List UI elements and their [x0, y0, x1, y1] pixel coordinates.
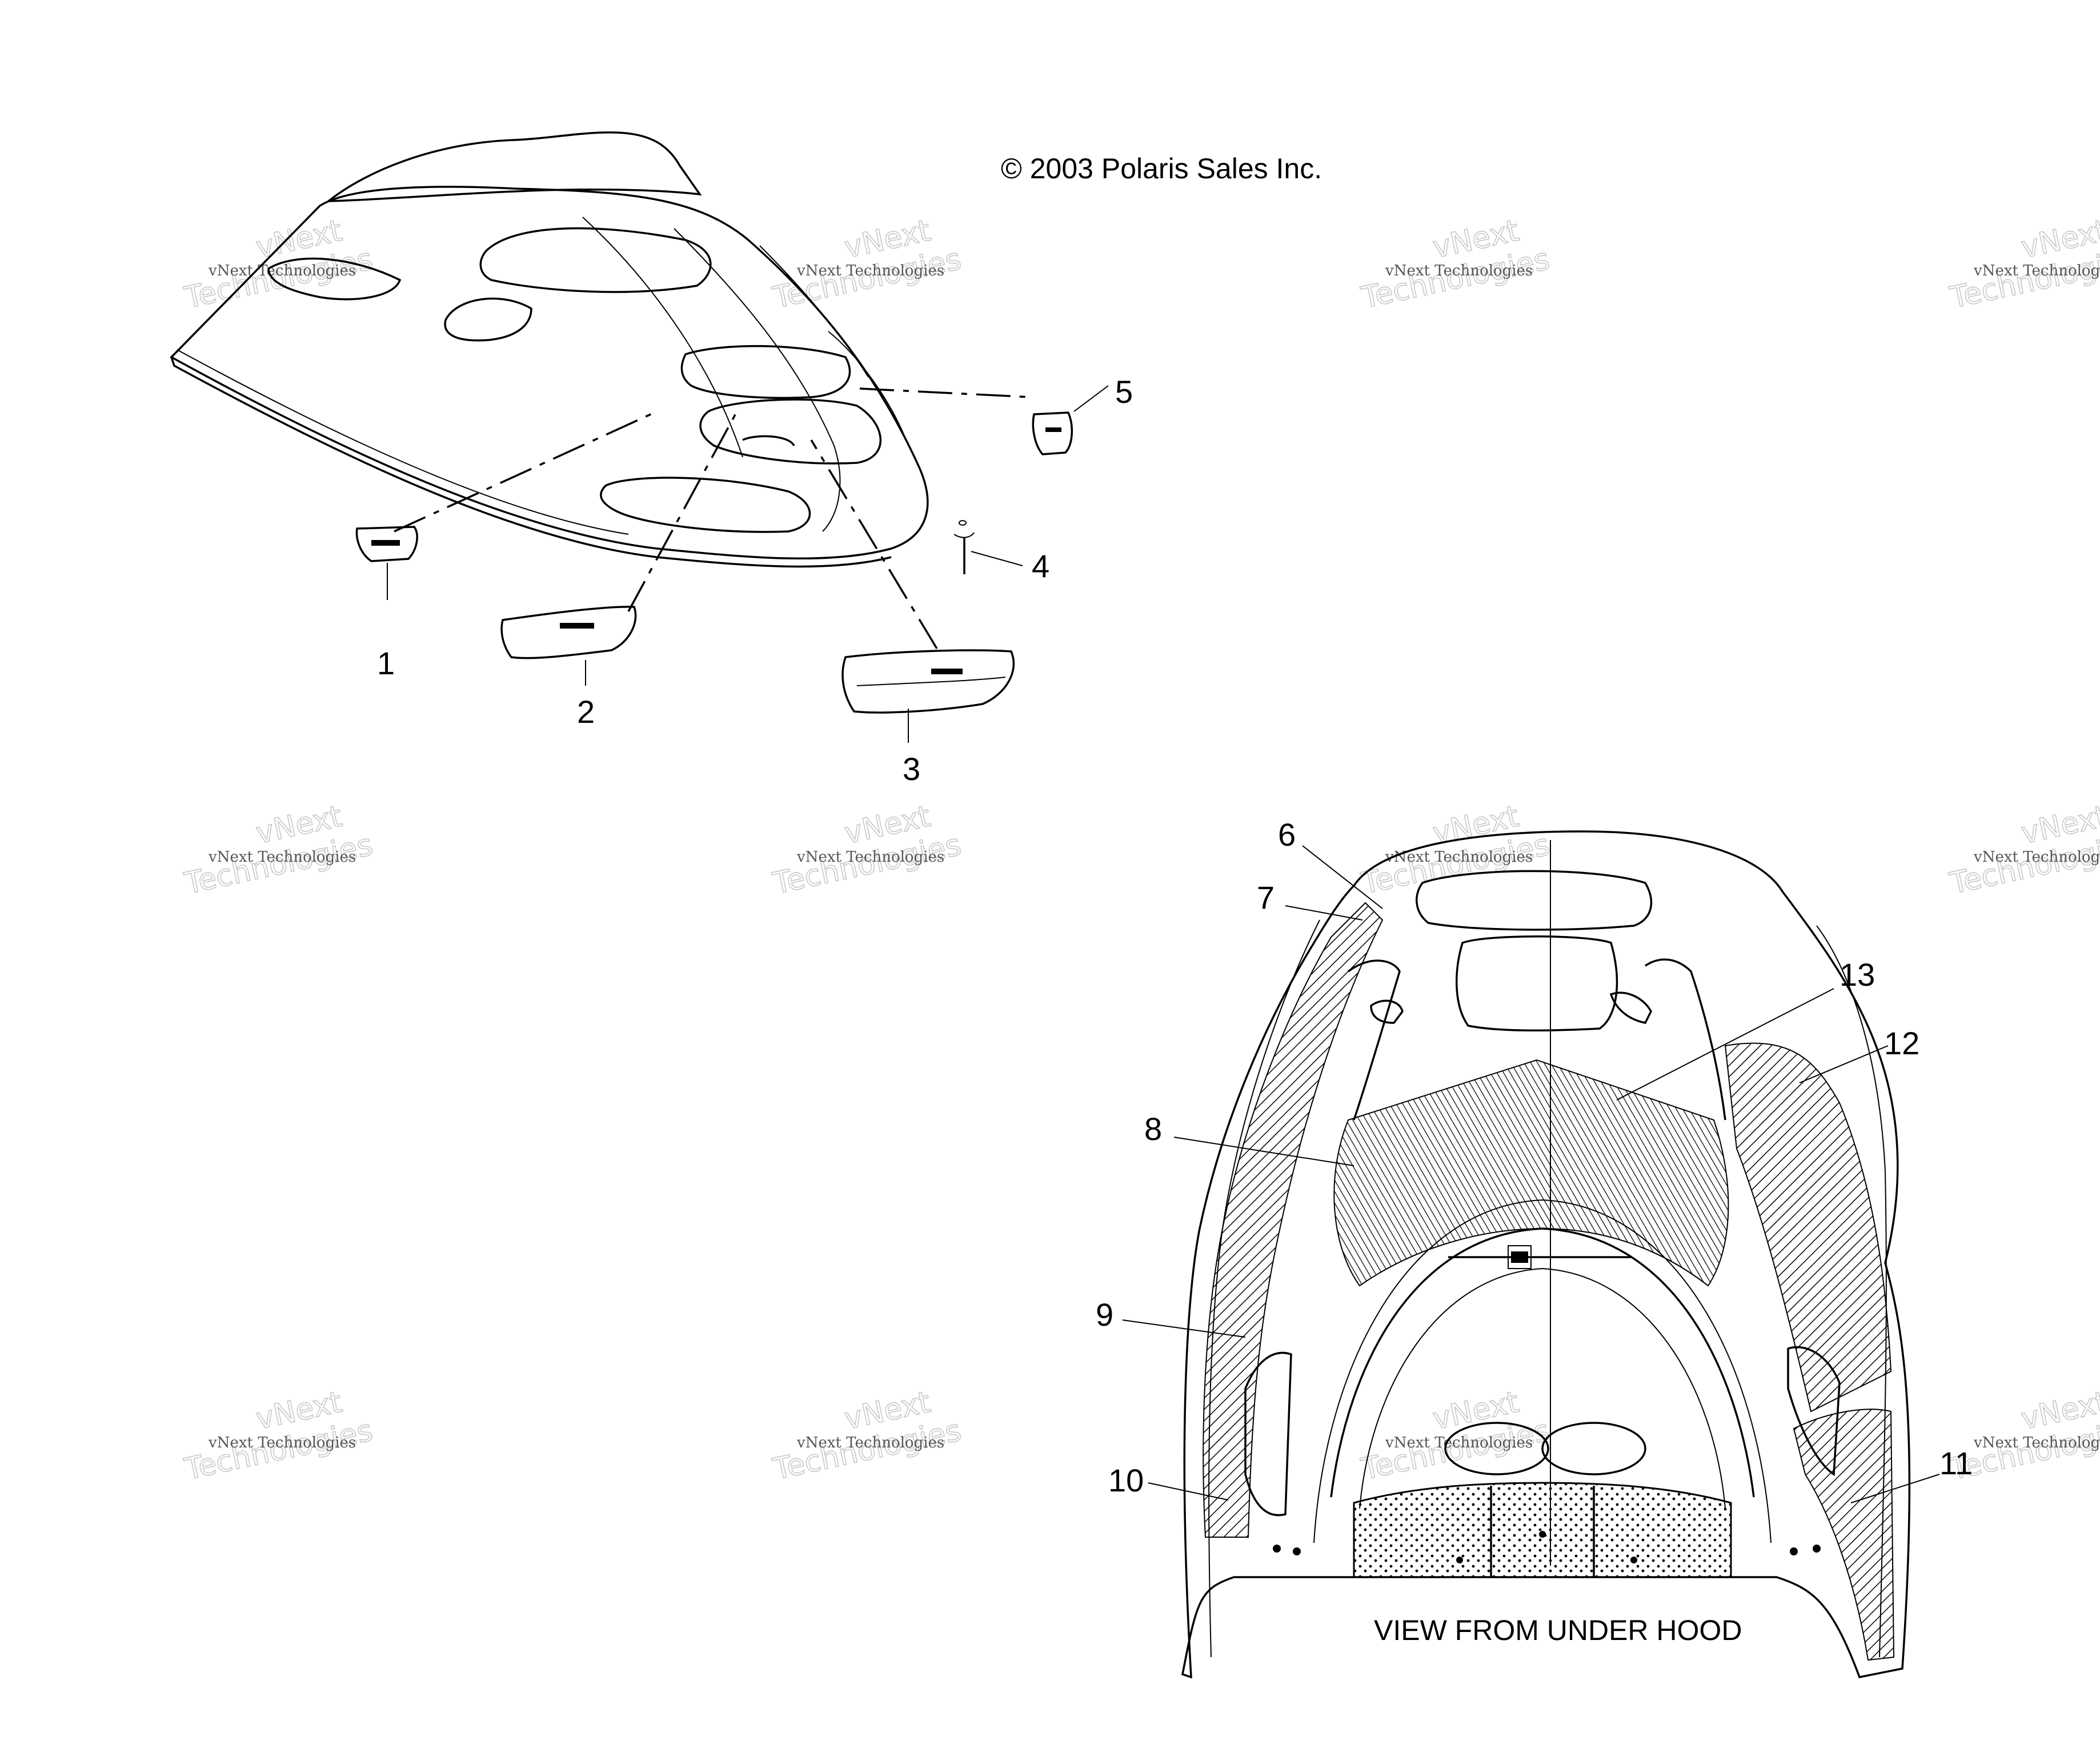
center-recess: [680, 345, 851, 399]
watermark-small: vNext Technologies: [1385, 1434, 1533, 1451]
watermark-small: vNext Technologies: [796, 262, 944, 279]
callout-7: 7: [1257, 879, 1275, 915]
upper-vent-opening: [1456, 935, 1618, 1032]
windshield-recess: [1416, 870, 1653, 931]
under-hood-outline: [1181, 830, 1911, 1679]
side-clip: [1609, 991, 1652, 1024]
watermark-small: vNext Technologies: [1973, 849, 2100, 866]
decal-3: [841, 649, 1015, 714]
side-panel-cutout: [267, 257, 402, 301]
callout-1: 1: [377, 645, 395, 681]
fastener-4: [953, 520, 975, 574]
copyright-text: © 2003 Polaris Sales Inc.: [1001, 153, 1322, 185]
hood-top-view: [170, 131, 929, 568]
hood-outline: [170, 186, 929, 560]
view-caption: VIEW FROM UNDER HOOD: [1374, 1614, 1742, 1646]
mount-bracket: [1508, 1245, 1532, 1269]
callout-6: 6: [1278, 817, 1296, 853]
watermark-small: vNext Technologies: [208, 849, 356, 866]
oval-opening: [1444, 1422, 1549, 1475]
headlight-cavity: [742, 435, 795, 447]
callout-11: 11: [1939, 1445, 1973, 1481]
callout-12: 12: [1884, 1025, 1919, 1061]
rear-decal-right: [1793, 1409, 1895, 1661]
leader-lines: [387, 385, 1109, 743]
side-channel: [1347, 959, 1401, 1121]
oval-opening: [1541, 1422, 1646, 1475]
callout-4: 4: [1032, 548, 1049, 584]
hood-edge-line: [828, 331, 909, 446]
decal-5: [1032, 411, 1073, 455]
side-decal-right: [1724, 1042, 1892, 1413]
callout-8: 8: [1144, 1111, 1162, 1147]
callout-2: 2: [577, 694, 595, 730]
callout-13: 13: [1839, 957, 1875, 993]
decal-1: [355, 526, 418, 562]
side-decal-left: [1203, 902, 1384, 1538]
hood-edge-line: [759, 245, 869, 378]
watermark-small: vNext Technologies: [796, 1434, 944, 1451]
windshield: [325, 131, 702, 202]
inner-arch: [1330, 1227, 1755, 1498]
side-vent: [444, 297, 532, 342]
side-pocket: [1787, 1346, 1841, 1477]
hood-crease: [177, 349, 629, 535]
watermark-small: vNext Technologies: [1973, 1434, 2100, 1451]
mesh-panel: [1353, 1482, 1732, 1578]
hood-ridge: [582, 217, 743, 458]
callout-9: 9: [1096, 1297, 1113, 1333]
leader-lines: [1122, 845, 1940, 1503]
watermark-small: vNext Technologies: [208, 262, 356, 279]
side-pocket: [1244, 1351, 1292, 1517]
callout-10: 10: [1108, 1462, 1144, 1498]
callout-3: 3: [903, 751, 920, 787]
hood-trim: [170, 357, 892, 568]
watermark-small: vNext Technologies: [208, 1434, 356, 1451]
watermark-small: vNext Technologies: [796, 849, 944, 866]
top-intake: [479, 227, 712, 293]
callout-5: 5: [1115, 374, 1133, 410]
hood-under-view: [1181, 830, 1911, 1679]
watermark-small: vNext Technologies: [1973, 262, 2100, 279]
hood-ridge: [674, 228, 841, 532]
front-vent: [600, 477, 811, 533]
side-clip: [1370, 999, 1404, 1024]
decal-2: [500, 606, 637, 659]
side-channel: [1645, 958, 1726, 1121]
front-vent: [699, 398, 881, 465]
watermark-small: vNext Technologies: [1385, 262, 1533, 279]
